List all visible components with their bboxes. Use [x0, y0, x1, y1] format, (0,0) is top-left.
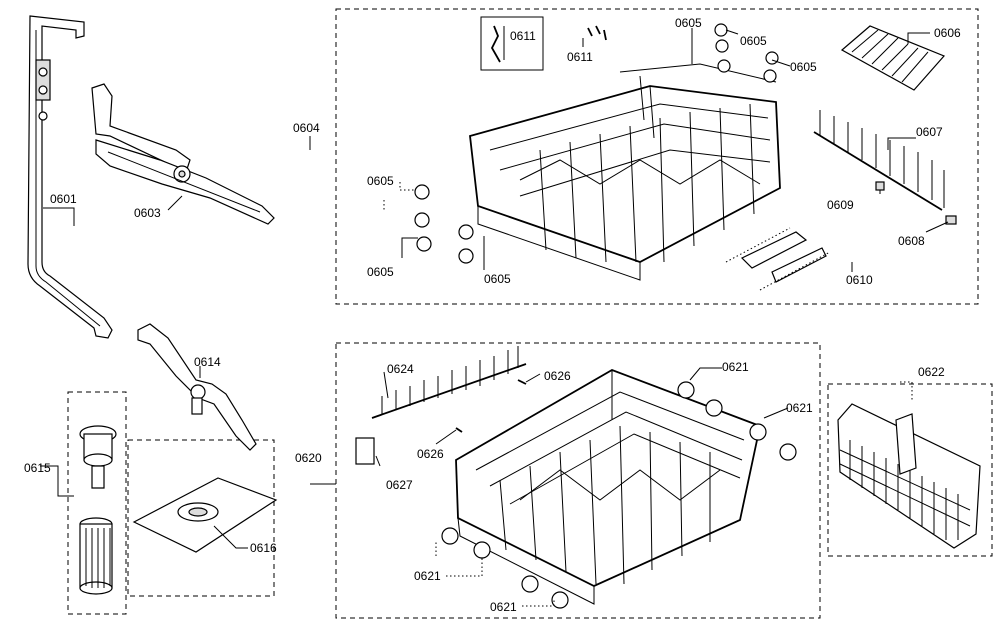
clip-detail-box [480, 16, 544, 71]
label-0605-bottom: 0605 [484, 272, 511, 286]
rail-part [725, 227, 831, 291]
filter-plate-group-box [127, 439, 275, 597]
label-0603: 0603 [134, 206, 161, 220]
label-0626-lower: 0626 [417, 447, 444, 461]
label-0607: 0607 [916, 125, 943, 139]
label-0609: 0609 [827, 198, 854, 212]
label-0610: 0610 [846, 273, 873, 287]
label-0616: 0616 [250, 541, 277, 555]
filter-part [79, 425, 117, 595]
label-0611: 0611 [567, 50, 593, 64]
lower-tine-row-part [371, 346, 527, 419]
lower-rack-part [455, 369, 762, 605]
label-0605-left-bottom: 0605 [367, 265, 394, 279]
label-0608: 0608 [898, 234, 925, 248]
pin-0626-lower-part [455, 427, 463, 433]
fitting-0609-part [875, 181, 885, 191]
clip-part [490, 25, 501, 63]
label-0605-top: 0605 [675, 16, 702, 30]
upper-spray-arm-part [91, 83, 275, 225]
label-0620: 0620 [295, 451, 322, 465]
label-0615: 0615 [24, 461, 51, 475]
label-0624: 0624 [387, 362, 414, 376]
label-0601: 0601 [50, 192, 77, 206]
label-0614: 0614 [194, 355, 221, 369]
label-0605-top-right: 0605 [740, 34, 767, 48]
label-0605-left-top: 0605 [367, 174, 394, 188]
label-0627: 0627 [386, 478, 413, 492]
label-0621-right: 0621 [786, 401, 813, 415]
label-0605-right: 0605 [790, 60, 817, 74]
pin-0626-upper-part [517, 379, 527, 385]
label-0621-left: 0621 [414, 569, 441, 583]
upper-rack-part [469, 63, 781, 281]
label-0621-bottom: 0621 [490, 600, 517, 614]
label-0621-top: 0621 [722, 360, 749, 374]
label-0626-upper: 0626 [544, 369, 571, 383]
filter-group-box [67, 391, 127, 615]
cup-shelf-part [840, 25, 946, 91]
lower-rack-group-box [335, 342, 821, 619]
clip-pins-part [587, 25, 607, 41]
clip-0627-part [355, 437, 375, 465]
cutlery-basket-group-box [827, 383, 993, 557]
cutlery-basket-part [837, 403, 981, 549]
lower-rack-wheels-part [441, 381, 797, 609]
filter-plate-part [132, 477, 278, 553]
supply-tube-part [27, 15, 113, 339]
fitting-0608-part [945, 215, 957, 225]
label-0622: 0622 [918, 365, 945, 379]
upper-rack-wheels-part [414, 23, 779, 264]
label-0611-boxed: 0611 [510, 29, 536, 43]
lower-spray-arm-part [137, 323, 257, 451]
label-0604: 0604 [293, 121, 320, 135]
leader-lines [40, 26, 949, 607]
label-0606: 0606 [934, 26, 961, 40]
tine-row-part [813, 110, 945, 211]
